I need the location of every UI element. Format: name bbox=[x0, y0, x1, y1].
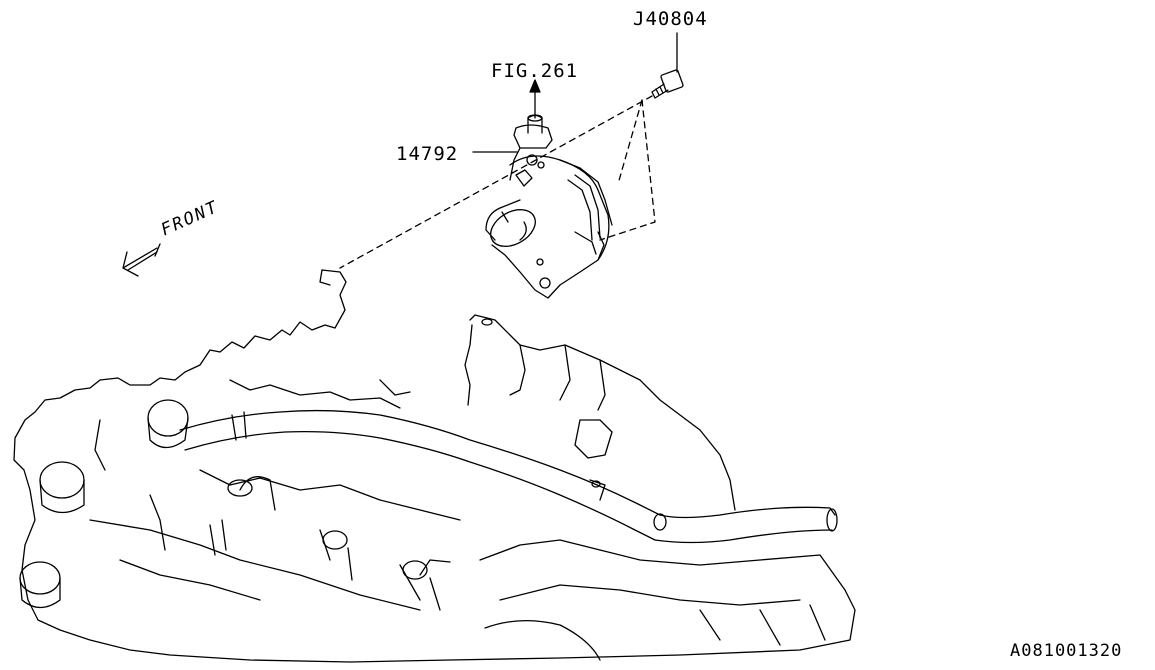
bolt-part-label: J40804 bbox=[633, 8, 708, 30]
pump-part-label: 14792 bbox=[396, 143, 459, 165]
diagram-code-label: A081001320 bbox=[1010, 641, 1123, 661]
engine-block bbox=[14, 270, 855, 662]
bolt-j40804 bbox=[652, 69, 684, 98]
figure-reference-label: FIG.261 bbox=[491, 60, 579, 82]
figure-arrow-icon bbox=[530, 80, 540, 118]
assembly-dashed-lines bbox=[340, 96, 655, 268]
vacuum-pump-14792 bbox=[484, 115, 612, 298]
front-arrow-icon bbox=[123, 244, 160, 276]
